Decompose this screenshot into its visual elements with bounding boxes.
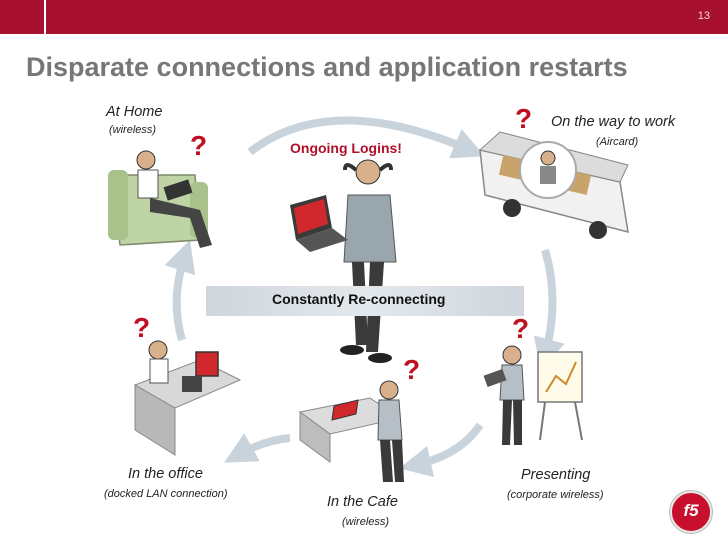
slide-number: 13 [697, 10, 710, 22]
f5-logo-text: f5 [683, 501, 699, 520]
cycle-arrow-bottom-left [224, 433, 291, 463]
home-illustration [108, 150, 212, 248]
way-to-work-label: On the way to work [551, 114, 676, 130]
cafe-sublabel: (wireless) [342, 516, 390, 528]
question-mark-home: ? [190, 130, 208, 161]
bus-illustration [478, 131, 629, 239]
f5-logo: f5 [670, 491, 712, 533]
home-sublabel: (wireless) [109, 124, 157, 136]
reconnecting-banner: Constantly Re-connecting [206, 286, 524, 316]
question-mark-presenting: ? [512, 313, 530, 344]
office-sublabel: (docked LAN connection) [104, 488, 228, 500]
office-label: In the office [128, 466, 203, 482]
home-label: At Home [106, 104, 163, 120]
office-illustration [133, 340, 242, 456]
cafe-label: In the Cafe [327, 494, 398, 510]
question-mark-office: ? [133, 312, 151, 343]
reconnecting-label: Constantly Re-connecting [272, 291, 446, 307]
presenting-label: Presenting [521, 467, 591, 483]
question-mark-cafe: ? [403, 354, 421, 385]
presenting-sublabel: (corporate wireless) [507, 489, 604, 501]
presenting-illustration [483, 345, 583, 445]
cafe-illustration [298, 380, 404, 482]
header-bar: 13 [0, 0, 728, 34]
question-mark-bus: ? [515, 103, 533, 134]
cycle-arrow-top [247, 116, 485, 159]
cycle-arrow-left [164, 239, 196, 342]
center-person-illustration [290, 159, 397, 363]
ongoing-logins-label: Ongoing Logins! [290, 140, 402, 156]
header-divider [44, 0, 46, 34]
cycle-arrow-right [533, 248, 565, 371]
cycle-arrow-bottom-right [399, 422, 484, 478]
way-to-work-sublabel: (Aircard) [596, 136, 639, 148]
slide-title: Disparate connections and application re… [26, 52, 628, 82]
